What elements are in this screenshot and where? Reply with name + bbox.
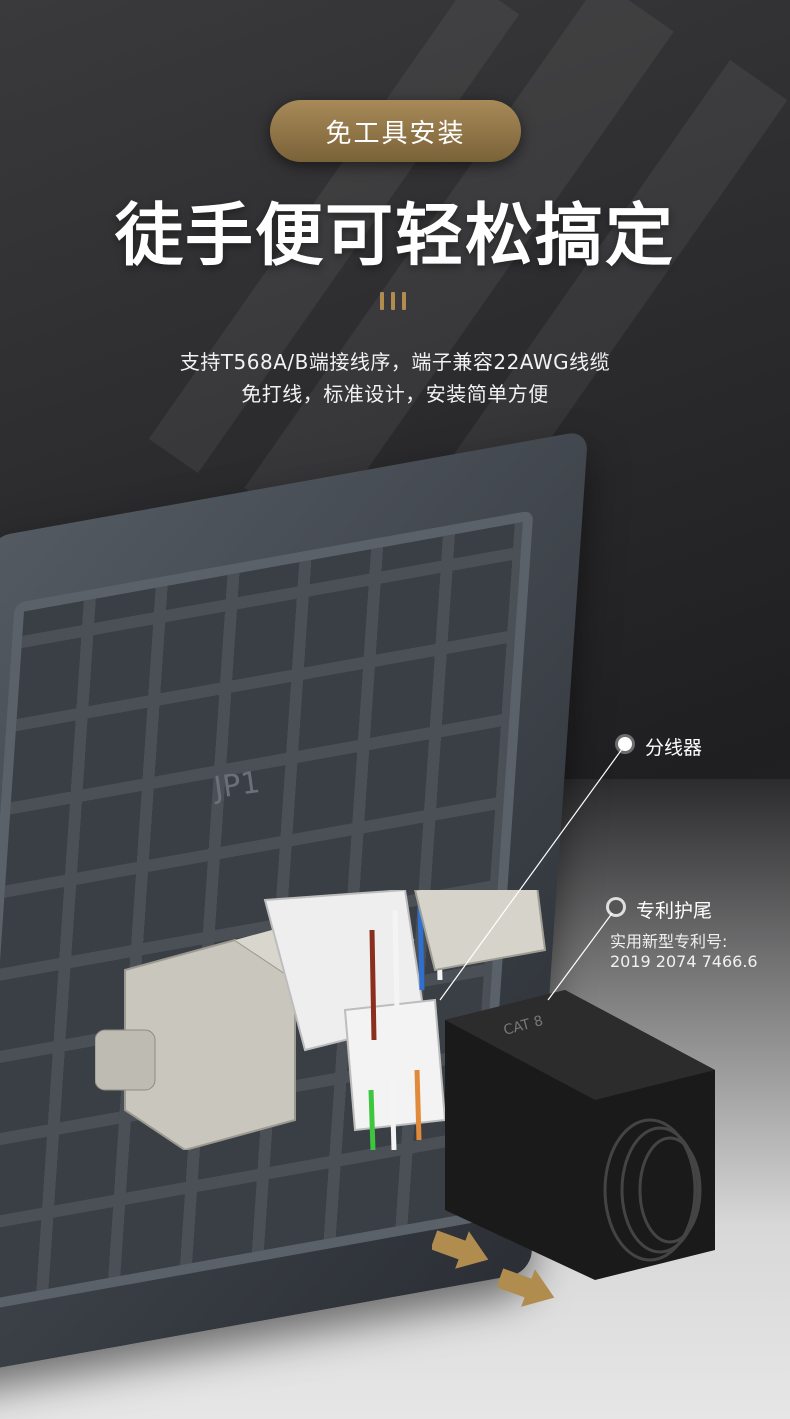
headline: 徒手便可轻松搞定 — [114, 197, 675, 276]
gold-divider-marks — [380, 292, 412, 312]
description-line-2: 免打线，标准设计，安装简单方便 — [241, 382, 549, 406]
description-line-1: 支持T568A/B端接线序，端子兼容22AWG线缆 — [179, 350, 611, 374]
patent-label: 实用新型专利号: — [610, 932, 728, 951]
keystone-module-illustration — [95, 890, 547, 1150]
insert-arrow-icon — [432, 1230, 489, 1269]
callout-label-boot: 专利护尾 — [636, 900, 713, 922]
feature-badge-text: 免工具安装 — [325, 118, 466, 149]
patent-number: 2019 2074 7466.6 — [610, 952, 758, 971]
feature-badge: 免工具安装 — [270, 100, 521, 162]
callout-dot-splitter — [618, 737, 632, 751]
connector-boot-illustration: CAT 8 — [445, 990, 715, 1280]
callout-label-splitter: 分线器 — [645, 737, 703, 759]
insert-arrow-icon — [498, 1268, 555, 1307]
callout-dot-boot — [609, 900, 623, 914]
